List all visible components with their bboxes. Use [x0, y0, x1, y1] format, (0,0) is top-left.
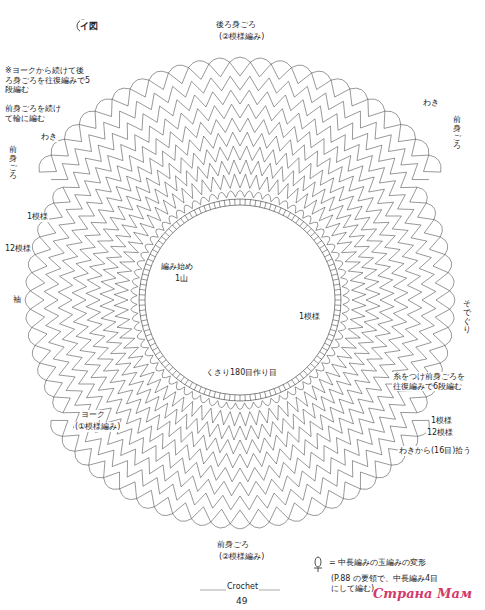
- chart-label: 1模様: [298, 312, 321, 322]
- chart-label: ヨーク: [80, 410, 106, 420]
- chart-label: わき: [40, 132, 58, 142]
- legend-text: = 中長編みの玉編みの変形: [328, 558, 427, 568]
- chart-label: 前身ごろを続けて輪に編む: [4, 104, 64, 123]
- chart-label: わきから(16目)拾う: [398, 446, 472, 456]
- chart-label: 12模様: [4, 244, 32, 254]
- chart-label: 糸をつけ前身ごろを往復編みで6段編む: [392, 372, 470, 391]
- chart-label: (①模様編み): [74, 422, 121, 432]
- chart-label: わき: [422, 98, 440, 108]
- chart-label: 1山: [174, 274, 189, 284]
- chart-label: ※ヨークから続けて後ろ身ごろを往復編みで5段編む: [4, 66, 92, 95]
- chart-label: 1模様: [430, 416, 453, 426]
- chart-label: Crochet: [226, 582, 259, 592]
- figure-title: イ図: [80, 20, 98, 33]
- chart-label: (②模様編み): [218, 552, 265, 562]
- chart-label: 前身ごろ: [216, 540, 250, 550]
- chart-label: 編み始め: [160, 262, 194, 272]
- chart-label: 49: [235, 596, 248, 607]
- chain-ring: [139, 199, 341, 401]
- chart-label: くさり180目作り目: [205, 368, 278, 378]
- mesh-stitches: [25, 57, 455, 529]
- legend-symbol: [314, 557, 322, 572]
- stitch-mesh: [25, 57, 455, 529]
- chart-label: そでぐり: [462, 300, 472, 335]
- watermark: Страна Мам: [372, 586, 473, 602]
- chart-label: (②模様編み): [218, 32, 265, 42]
- chart-label: 12模様: [426, 428, 454, 438]
- chain-ring: [145, 205, 335, 395]
- chart-label: 前身ごろ: [8, 146, 18, 181]
- chart-label: 1模様: [26, 212, 49, 222]
- chart-label: 後ろ身ごろ: [215, 20, 257, 30]
- chart-label: 前身ごろ: [452, 116, 462, 151]
- chart-label: 袖: [12, 296, 22, 305]
